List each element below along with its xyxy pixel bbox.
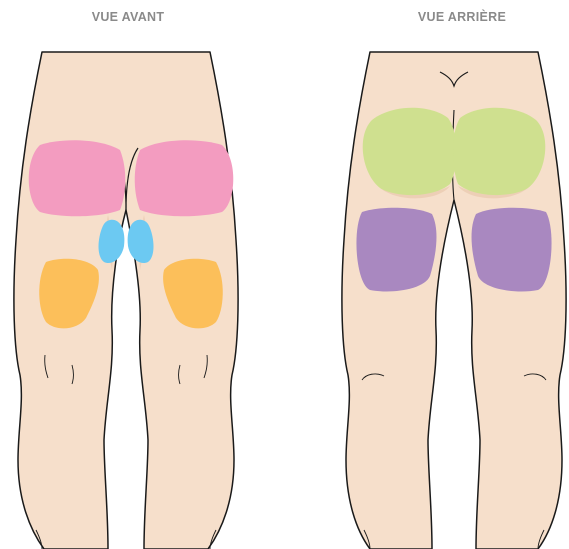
front-zone-pink-left bbox=[29, 140, 126, 216]
back-zone-purple-right bbox=[472, 208, 552, 292]
back-zone-green-left bbox=[363, 108, 457, 195]
back-zone-green-right bbox=[453, 108, 545, 195]
front-view-figure bbox=[14, 52, 238, 549]
front-zone-pink-right bbox=[135, 140, 234, 216]
back-zone-purple-left bbox=[356, 208, 436, 292]
back-view-figure bbox=[342, 52, 566, 549]
